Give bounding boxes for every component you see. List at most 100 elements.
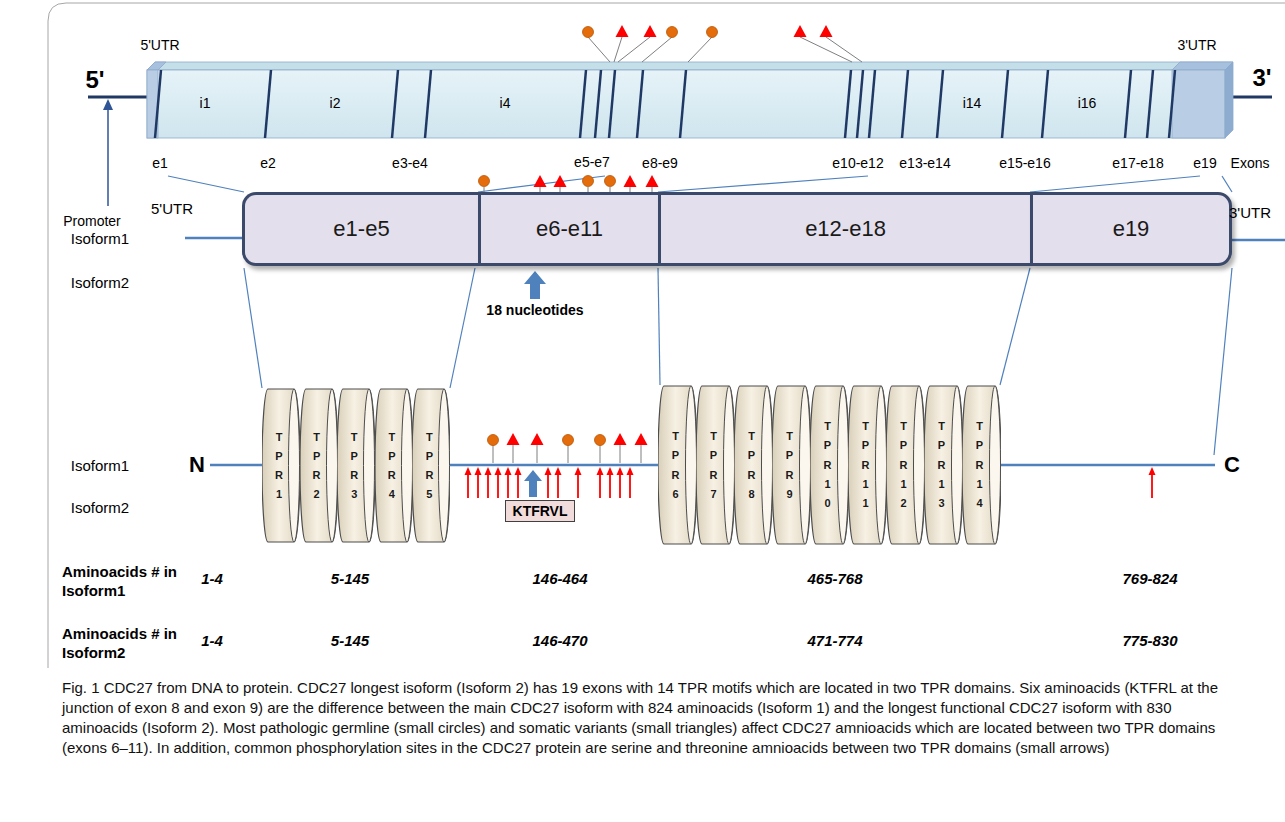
strand-end: 3' (1252, 64, 1271, 92)
exon-segment: e12-e18 (658, 192, 1030, 266)
row-label: Isoform1 (71, 457, 129, 474)
gene-label: Promoter (63, 213, 121, 229)
tpr-motif: TPR3 (337, 388, 375, 543)
cylinder-body (848, 386, 887, 544)
intron-label: i14 (963, 95, 982, 111)
cylinder-body (658, 386, 697, 544)
utr-line (185, 237, 242, 240)
tpr-label: TPR12 (898, 417, 909, 513)
row-label: Isoform2 (71, 274, 129, 291)
residue-range: 775-830 (1122, 632, 1177, 649)
cylinder-face (686, 386, 697, 544)
somatic-variant (534, 175, 547, 187)
intron-label: i4 (500, 95, 511, 111)
tpr-motif: TPR12 (886, 385, 925, 545)
node-label: e6-e11 (536, 216, 603, 242)
residue-range: 769-824 (1122, 570, 1177, 587)
exon-segment: e19 (1030, 192, 1232, 266)
cylinder-body (696, 386, 735, 544)
row-label: 5'UTR (151, 200, 193, 217)
cylinder-body (375, 389, 413, 542)
cylinder-body (300, 389, 338, 542)
figure-frame (48, 3, 1285, 668)
tpr-cylinder (262, 388, 300, 543)
residue-range: 5-145 (331, 632, 369, 649)
cylinder-face (326, 389, 337, 542)
tpr-label: TPR7 (708, 427, 719, 504)
somatic-variant (644, 25, 657, 37)
germline-variant (488, 435, 499, 446)
dna-strand (88, 96, 147, 99)
gene-structure-bar: i1i2i4i14i16 (143, 62, 1233, 138)
cylinder-body (886, 386, 925, 544)
terminus-label: N (189, 452, 205, 478)
residue-range: 471-774 (807, 632, 862, 649)
tpr-label: TPR14 (974, 417, 985, 513)
residue-range: 146-464 (532, 570, 587, 587)
row-label: Isoform1 (71, 230, 129, 247)
cylinder-body (337, 389, 375, 542)
cylinder-face (364, 389, 375, 542)
germline-variant (479, 176, 490, 187)
germline-variant (583, 27, 594, 38)
somatic-variant (820, 25, 833, 37)
tpr-motif: TPR7 (696, 385, 735, 545)
gene-label: e17-e18 (1112, 155, 1163, 171)
somatic-variant (794, 25, 807, 37)
cylinder-body (810, 386, 849, 544)
protein-variant-markers (488, 433, 648, 463)
tpr-label: TPR4 (386, 427, 397, 504)
germline-variant (563, 435, 574, 446)
utr-line (1232, 239, 1285, 242)
cylinder-body (734, 386, 773, 544)
germline-variant (605, 176, 616, 187)
tpr-motif: TPR9 (772, 385, 811, 545)
somatic-variant (554, 175, 567, 187)
cylinder-face (724, 386, 735, 544)
gene-label: Exons (1231, 155, 1270, 171)
tpr-motif: TPR14 (962, 385, 1001, 545)
gene-variant-markers (583, 25, 863, 62)
gene-label: e15-e16 (999, 155, 1050, 171)
cylinder-face (439, 389, 450, 542)
tpr-label: TPR3 (349, 427, 360, 504)
tpr-label: TPR9 (784, 427, 795, 504)
insertion-arrow (524, 271, 546, 299)
row-heading: Aminoacids # in Isoform2 (62, 624, 190, 662)
tpr-label: TPR2 (311, 427, 322, 504)
tpr-label: TPR13 (936, 417, 947, 513)
tpr-label: TPR5 (424, 427, 435, 504)
intron-label: i16 (1078, 95, 1097, 111)
tpr-label: TPR1 (274, 427, 285, 504)
gene-label: e8-e9 (642, 155, 678, 171)
tpr-motif: TPR4 (375, 388, 413, 543)
gene-label: 5'UTR (140, 37, 179, 53)
dna-strand (1233, 96, 1272, 99)
germline-variant (583, 176, 594, 187)
tpr-motif: TPR5 (412, 388, 450, 543)
gene-label: e2 (260, 155, 276, 171)
row-heading: Aminoacids # in Isoform1 (62, 562, 190, 600)
exon-segment: e1-e5 (242, 192, 478, 266)
gene-label: e10-e12 (832, 155, 883, 171)
row-label: Isoform2 (71, 499, 129, 516)
tpr-cylinder (300, 388, 338, 543)
tpr-motif: TPR10 (810, 385, 849, 545)
gene-label: e19 (1193, 155, 1216, 171)
germline-variant (595, 435, 606, 446)
tpr-label: TPR6 (670, 427, 681, 504)
somatic-variant (635, 433, 648, 445)
cylinder-face (800, 386, 811, 544)
tpr-cylinder (375, 388, 413, 543)
somatic-variant (507, 433, 520, 445)
insertion-label: 18 nucleotides (486, 302, 583, 318)
residue-range: 5-145 (331, 570, 369, 587)
mapping-lines (168, 176, 1232, 192)
transcript-variant-markers (479, 175, 659, 192)
germline-variant (667, 27, 678, 38)
tpr-label: TPR10 (822, 417, 833, 513)
cylinder-body (262, 389, 300, 542)
tpr-cylinder (412, 388, 450, 543)
cylinder-face (289, 389, 300, 542)
